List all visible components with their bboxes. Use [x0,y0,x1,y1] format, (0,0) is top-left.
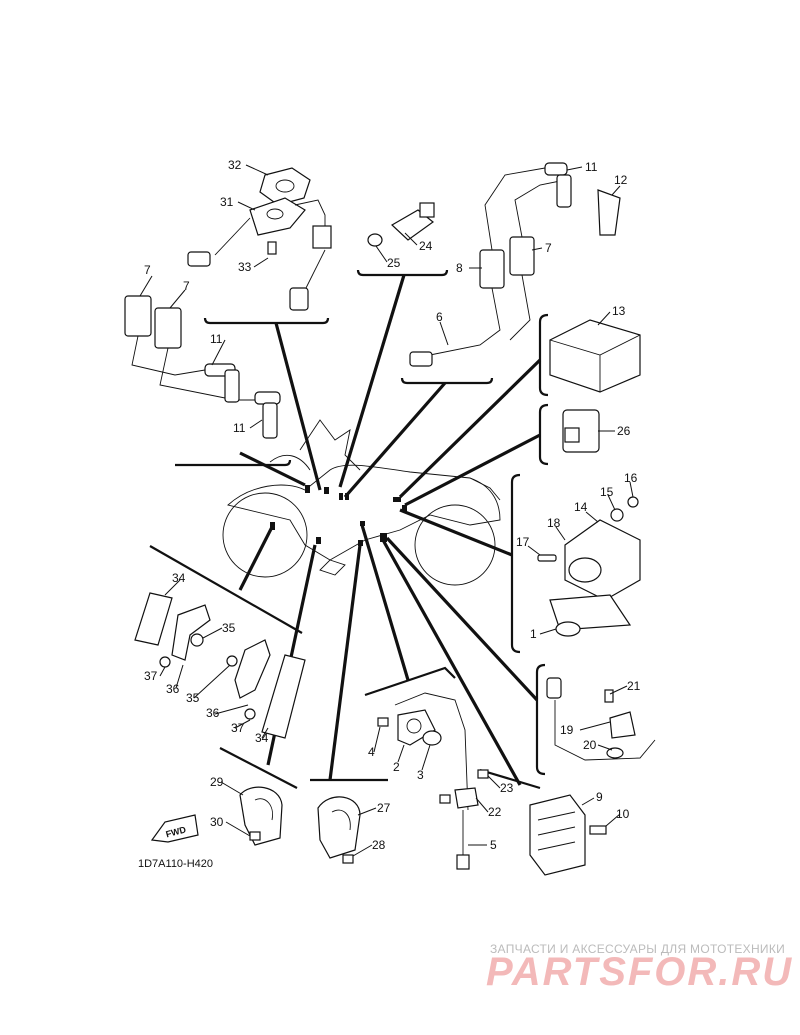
callout-11: 11 [233,421,246,435]
callout-36: 36 [166,682,180,696]
gasket-32 [259,167,311,206]
callout-3: 3 [417,768,424,782]
callout-37: 37 [231,721,245,735]
callout-1: 1 [530,627,537,641]
callout-lines [139,164,634,857]
group-brackets [149,269,549,790]
ignition-coil-left-b [154,307,182,349]
callout-28: 28 [372,838,386,852]
callout-23: 23 [500,781,514,795]
callout-30: 30 [210,815,224,829]
callout-26: 26 [617,424,631,438]
callout-2: 2 [393,760,400,774]
motorcycle-outline [222,419,501,586]
callout-12: 12 [614,173,628,187]
callout-9: 9 [596,790,603,804]
callout-29: 29 [210,775,224,789]
callout-7: 7 [144,263,151,277]
fuel-sender-31 [249,197,306,236]
callout-10: 10 [616,807,630,821]
ignition-coil-right-8 [479,249,505,289]
callout-35: 35 [222,621,236,635]
rectifier-9 [529,794,586,876]
ignition-coil-right-7 [509,236,535,276]
callout-14: 14 [574,500,588,514]
callout-31: 31 [220,195,234,209]
leader-lines [238,274,542,786]
callout-37: 37 [144,669,158,683]
callout-11: 11 [210,332,223,346]
callout-34: 34 [172,571,186,585]
watermark-tagline: ЗАПЧАСТИ И АКСЕССУАРЫ ДЛЯ МОТОТЕХНИКИ [490,942,786,956]
callout-7: 7 [183,279,190,293]
callout-36: 36 [206,706,220,720]
callout-21: 21 [627,679,641,693]
callout-22: 22 [488,805,502,819]
callout-20: 20 [583,738,597,752]
fwd-arrow [150,814,199,843]
callout-17: 17 [516,535,530,549]
callout-4: 4 [368,745,375,759]
ignition-coil-left-a [124,295,152,337]
callout-11: 11 [585,160,598,174]
callout-15: 15 [600,485,614,499]
callout-16: 16 [624,471,638,485]
callout-18: 18 [547,516,561,530]
callout-32: 32 [228,158,242,172]
callout-19: 19 [560,723,574,737]
callout-33: 33 [238,260,252,274]
callout-27: 27 [377,801,391,815]
horn-27 [317,796,361,859]
callout-6: 6 [436,310,443,324]
diagram-code: 1D7A110-H420 [138,858,214,870]
callout-35: 35 [186,691,200,705]
callout-24: 24 [419,239,433,253]
callout-labels: 32 31 33 7 7 11 11 24 25 11 12 8 7 6 13 … [144,158,641,852]
callout-8: 8 [456,261,463,275]
callout-7: 7 [545,241,552,255]
callout-13: 13 [612,304,626,318]
callout-5: 5 [490,838,497,852]
ecu-13 [549,319,641,393]
watermark-logo: PARTSFOR.RU [486,950,794,994]
callout-34: 34 [255,731,269,745]
part-illustrations [124,162,656,876]
reflector-34-upper [134,592,173,646]
location-markers [270,485,407,546]
reflector-34-lower [261,654,306,739]
horn-29 [239,786,283,846]
callout-25: 25 [387,256,401,270]
